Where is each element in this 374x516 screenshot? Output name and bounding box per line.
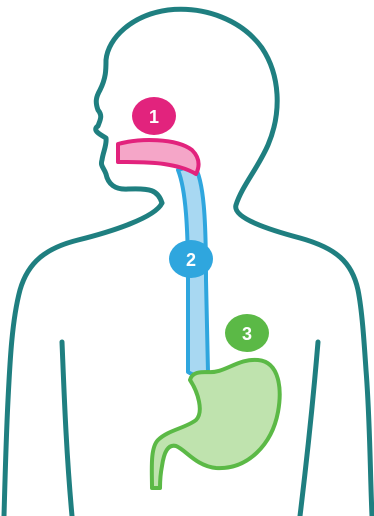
right-arm-line	[300, 342, 318, 516]
esophagus-badge-number: 2	[186, 250, 196, 270]
stomach-label-badge: 3	[225, 314, 269, 352]
stomach-badge-number: 3	[242, 324, 252, 344]
stomach	[152, 360, 280, 488]
esophagus-label-badge: 2	[169, 240, 213, 278]
mouth-label-badge: 1	[132, 97, 176, 135]
mouth-region	[118, 140, 199, 174]
mouth-badge-number: 1	[149, 107, 159, 127]
left-arm-line	[62, 342, 72, 516]
left-shoulder-outline	[4, 203, 162, 516]
